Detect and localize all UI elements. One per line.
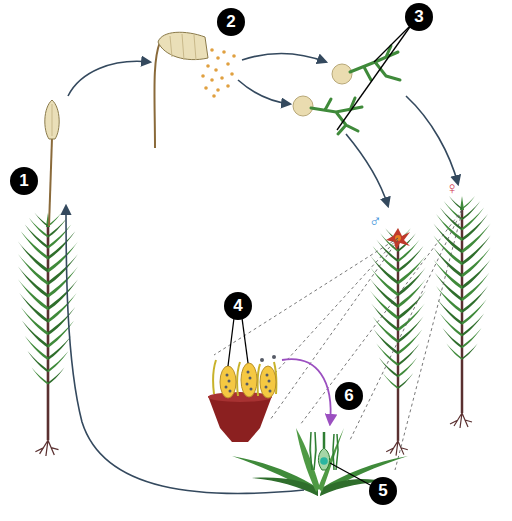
callout-number: 5 xyxy=(369,477,397,505)
capsule-with-spores xyxy=(154,32,235,148)
callout-number: 4 xyxy=(224,292,252,320)
leader-lines xyxy=(228,24,412,486)
sex-symbol: ♂ xyxy=(365,212,385,232)
cycle-arrows xyxy=(66,53,458,493)
sporophyte-plant xyxy=(18,100,78,456)
callout-number: 3 xyxy=(405,3,433,31)
fertilization-arrow xyxy=(282,359,331,424)
antheridia-inset xyxy=(208,355,276,442)
protonema xyxy=(293,46,400,134)
callout-number: 2 xyxy=(217,8,245,36)
sex-symbol: ♀ xyxy=(442,179,462,199)
female-plant xyxy=(433,196,490,428)
callout-number: 6 xyxy=(335,382,363,410)
callout-number: 1 xyxy=(10,167,38,195)
